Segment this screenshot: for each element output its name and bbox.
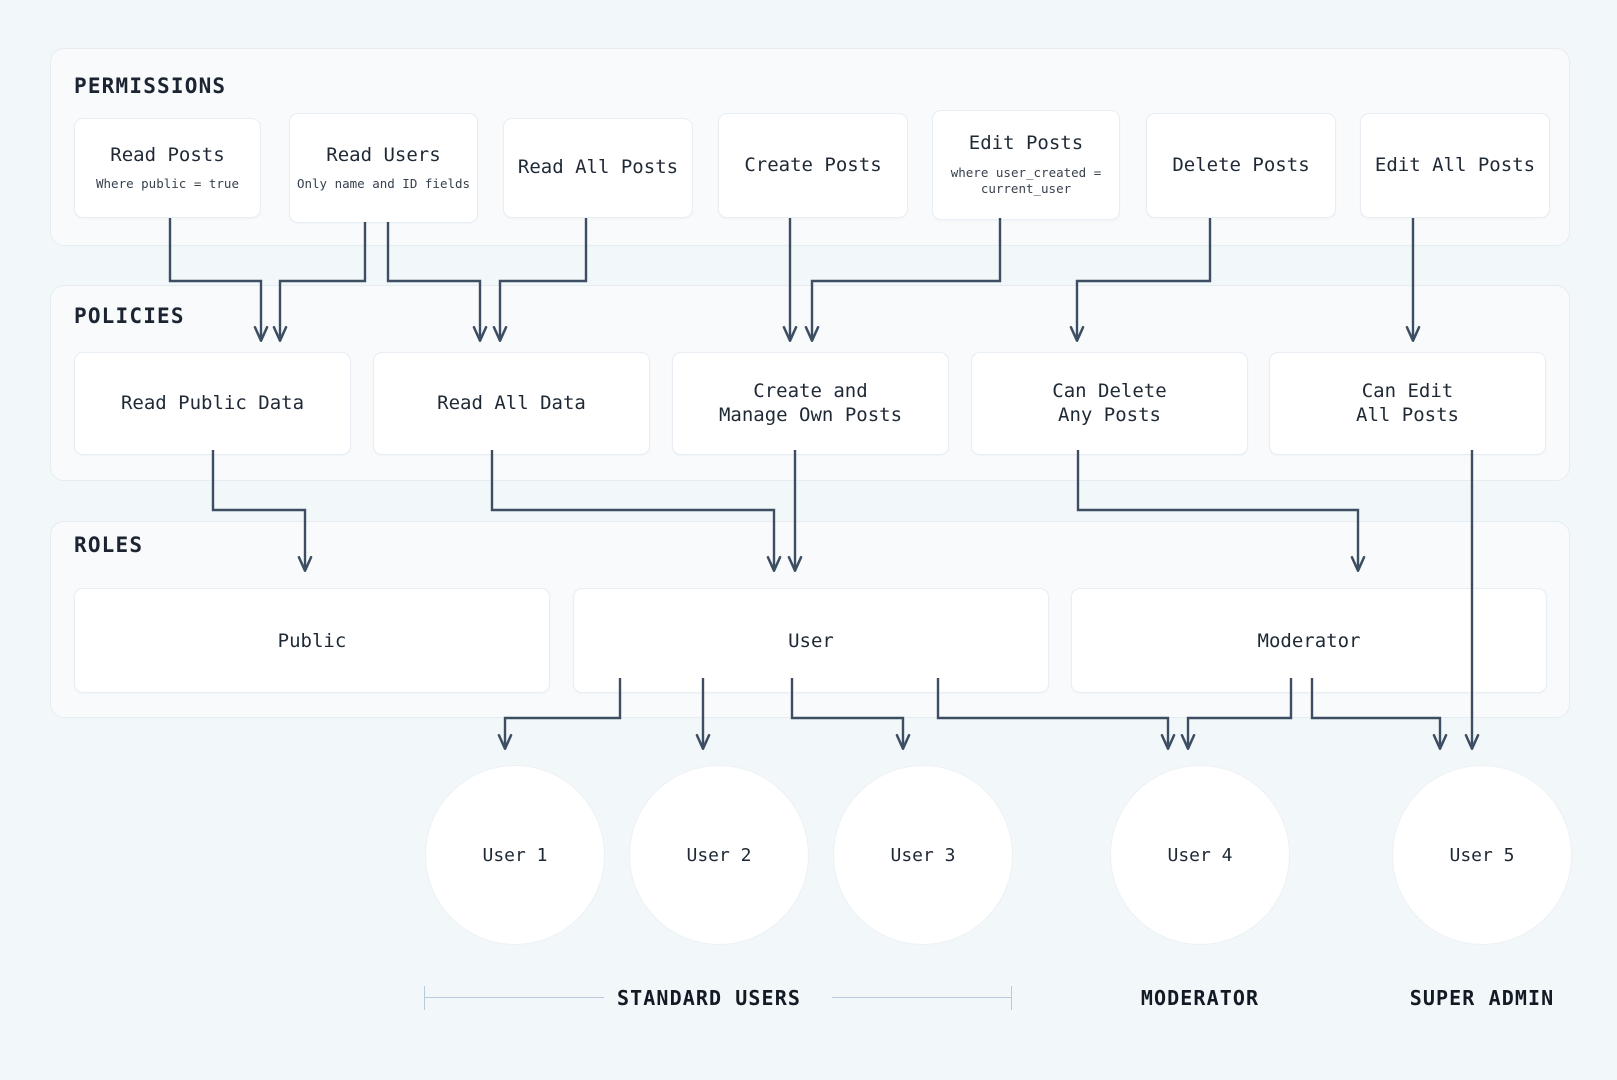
permission-title: Delete Posts xyxy=(1172,153,1310,176)
permission-subtitle: Only name and ID fields xyxy=(296,176,471,192)
policy-card-can-delete-any-posts[interactable]: Can Delete Any Posts xyxy=(971,352,1248,455)
policy-title: Read Public Data xyxy=(120,391,305,414)
permission-card-delete-posts[interactable]: Delete Posts xyxy=(1146,113,1336,218)
user-label: User 3 xyxy=(890,844,956,866)
group-label-standard-users: STANDARD USERS xyxy=(617,986,801,1010)
user-label: User 2 xyxy=(686,844,752,866)
user-circle-4[interactable]: User 4 xyxy=(1110,765,1290,945)
role-label: Moderator xyxy=(1257,629,1361,652)
permission-subtitle: Where public = true xyxy=(96,176,239,192)
role-card-public[interactable]: Public xyxy=(74,588,550,693)
user-circle-2[interactable]: User 2 xyxy=(629,765,809,945)
group-label-super-admin: SUPER ADMIN xyxy=(1409,986,1555,1010)
permission-title: Read Posts xyxy=(110,143,225,166)
role-card-user[interactable]: User xyxy=(573,588,1049,693)
user-label: User 1 xyxy=(482,844,548,866)
permission-card-edit-all-posts[interactable]: Edit All Posts xyxy=(1360,113,1550,218)
role-card-moderator[interactable]: Moderator xyxy=(1071,588,1547,693)
policy-title: Can Delete Any Posts xyxy=(1052,379,1167,426)
standard-users-bracket-left-line xyxy=(424,997,604,998)
policy-card-create-manage-own-posts[interactable]: Create and Manage Own Posts xyxy=(672,352,949,455)
policy-title: Can Edit All Posts xyxy=(1356,379,1459,426)
permissions-section-title: PERMISSIONS xyxy=(74,74,227,98)
standard-users-bracket-right-tick xyxy=(1011,986,1012,1010)
user-circle-5[interactable]: User 5 xyxy=(1392,765,1572,945)
policy-card-read-public-data[interactable]: Read Public Data xyxy=(74,352,351,455)
permission-card-edit-posts[interactable]: Edit Posts where user_created = current_… xyxy=(932,110,1120,220)
policy-title: Create and Manage Own Posts xyxy=(718,379,903,426)
permission-card-read-users[interactable]: Read Users Only name and ID fields xyxy=(289,113,478,223)
permission-title: Read All Posts xyxy=(517,156,679,179)
user-label: User 4 xyxy=(1167,844,1233,866)
user-circle-3[interactable]: User 3 xyxy=(833,765,1013,945)
standard-users-bracket-left-tick xyxy=(424,986,425,1010)
policy-card-read-all-data[interactable]: Read All Data xyxy=(373,352,650,455)
standard-users-bracket-right-line xyxy=(832,997,1012,998)
group-label-moderator: MODERATOR xyxy=(1140,986,1260,1010)
user-label: User 5 xyxy=(1449,844,1515,866)
role-label: User xyxy=(788,629,834,652)
role-label: Public xyxy=(277,629,347,652)
permission-title: Edit Posts xyxy=(968,132,1084,155)
permission-title: Create Posts xyxy=(744,153,882,176)
policy-title: Read All Data xyxy=(437,391,586,414)
policy-card-can-edit-all-posts[interactable]: Can Edit All Posts xyxy=(1269,352,1546,455)
permission-title: Read Users xyxy=(326,143,441,166)
permission-title: Edit All Posts xyxy=(1374,153,1536,176)
policies-section-title: POLICIES xyxy=(74,304,185,328)
roles-section-title: ROLES xyxy=(74,533,144,557)
permission-card-create-posts[interactable]: Create Posts xyxy=(718,113,908,218)
permission-subtitle: where user_created = current_user xyxy=(950,165,1102,197)
permission-card-read-posts[interactable]: Read Posts Where public = true xyxy=(74,118,261,218)
permission-card-read-all-posts[interactable]: Read All Posts xyxy=(503,118,693,218)
user-circle-1[interactable]: User 1 xyxy=(425,765,605,945)
